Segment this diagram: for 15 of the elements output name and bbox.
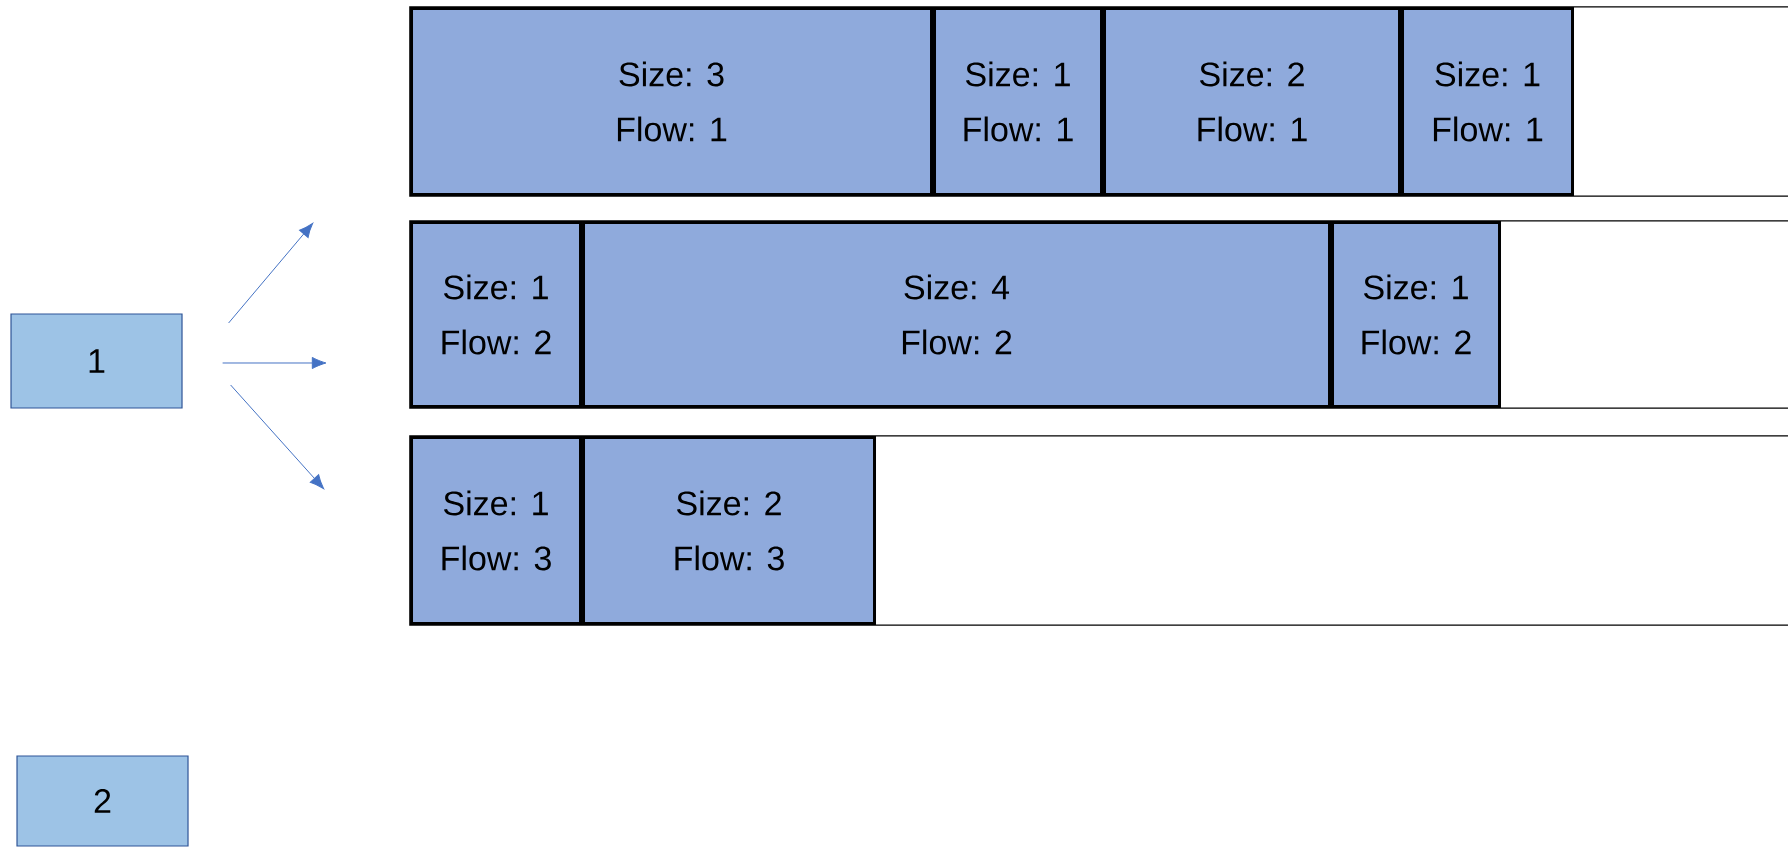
block: Size: 1 Flow: 3 (410, 436, 582, 625)
block: Size: 1 Flow: 1 (1401, 7, 1574, 196)
block: Size: 2 Flow: 1 (1103, 7, 1401, 196)
block: Size: 2 Flow: 3 (582, 436, 876, 625)
lane-box (409, 435, 1788, 626)
block: Size: 1 Flow: 2 (1331, 221, 1501, 408)
arrow (228, 222, 314, 324)
number-box: 1 (10, 313, 183, 409)
lane-box (409, 220, 1788, 409)
block: Size: 1 Flow: 2 (410, 221, 582, 408)
lane-box (409, 6, 1788, 197)
number-box: 2 (16, 755, 189, 847)
arrow (222, 356, 327, 370)
arrow (230, 384, 325, 490)
block: Size: 1 Flow: 1 (933, 7, 1103, 196)
